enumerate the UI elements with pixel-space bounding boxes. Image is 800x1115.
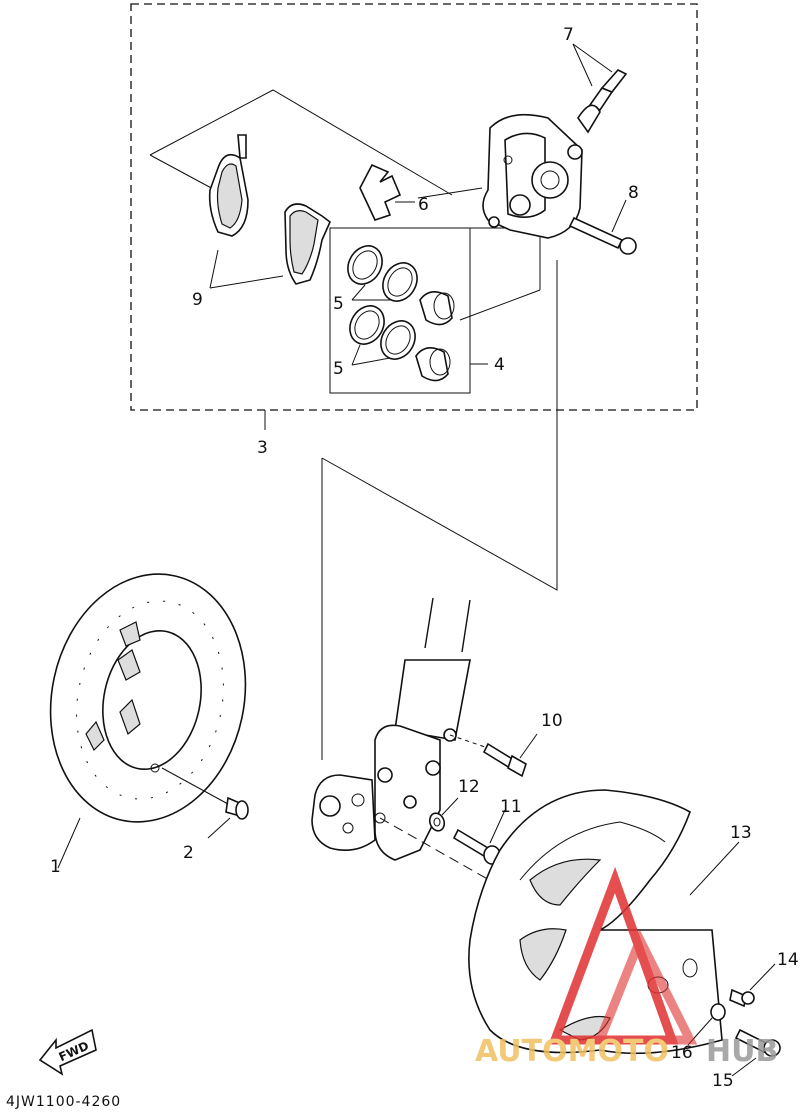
callout-4: 4 [494,355,505,375]
leader-5b [351,344,361,366]
callout-15: 15 [712,1071,734,1091]
bolt-10 [449,733,538,778]
callout-5a: 5 [333,294,344,314]
callout-7: 7 [563,25,574,45]
washer-12 [428,797,459,832]
caliper-assembly-box [130,3,698,411]
fork-guide-right [321,260,558,591]
callout-8: 9 [192,290,203,310]
brake-disc [49,573,247,823]
watermark-text-main: AUTOMOTO [475,1034,669,1069]
pin-bolt [568,199,637,255]
pistons [415,291,455,382]
bolt-15 [731,1028,781,1077]
piston-seals-upper [347,245,418,302]
seal-kit-box [329,227,471,394]
watermark-text-accent: HUB [706,1034,778,1069]
bolt-14 [729,963,776,1008]
pad-guide-left [149,154,216,191]
fwd-arrow-icon: FWD [38,1028,97,1076]
callout-12: 12 [458,777,480,797]
pad-guide-upper [149,89,453,196]
leader-1 [57,817,81,869]
callout-9: 8 [628,183,639,203]
leader-5a [351,284,366,301]
callout-16: 16 [671,1043,693,1063]
leader-5b2 [351,357,391,366]
spring-guide [417,187,483,199]
automotohub-watermark: AUTOMOTO HUB [475,866,778,1069]
fork-leg [374,597,471,861]
callout-6: 6 [418,195,429,215]
caliper-body [482,113,583,239]
piston-guide [459,289,541,321]
callout-2: 2 [183,843,194,863]
brake-pad-2 [284,203,331,285]
part-code: 4JW1100-4260 [6,1094,121,1110]
brake-pad-1 [208,134,249,237]
callout-14: 14 [777,950,799,970]
caliper-mounted [311,774,376,851]
disc-screw [161,767,249,839]
callout-11: 11 [500,797,522,817]
callout-1: 1 [50,857,61,877]
callout-5b: 5 [333,359,344,379]
callout-10: 10 [541,711,563,731]
piston-seals-lower [349,305,416,360]
bleed-screw [572,43,628,134]
leader-8b [209,275,284,289]
leader-8a [209,249,219,289]
callout-13: 13 [730,823,752,843]
pad-spring [359,163,415,221]
callout-3: 3 [257,438,268,458]
